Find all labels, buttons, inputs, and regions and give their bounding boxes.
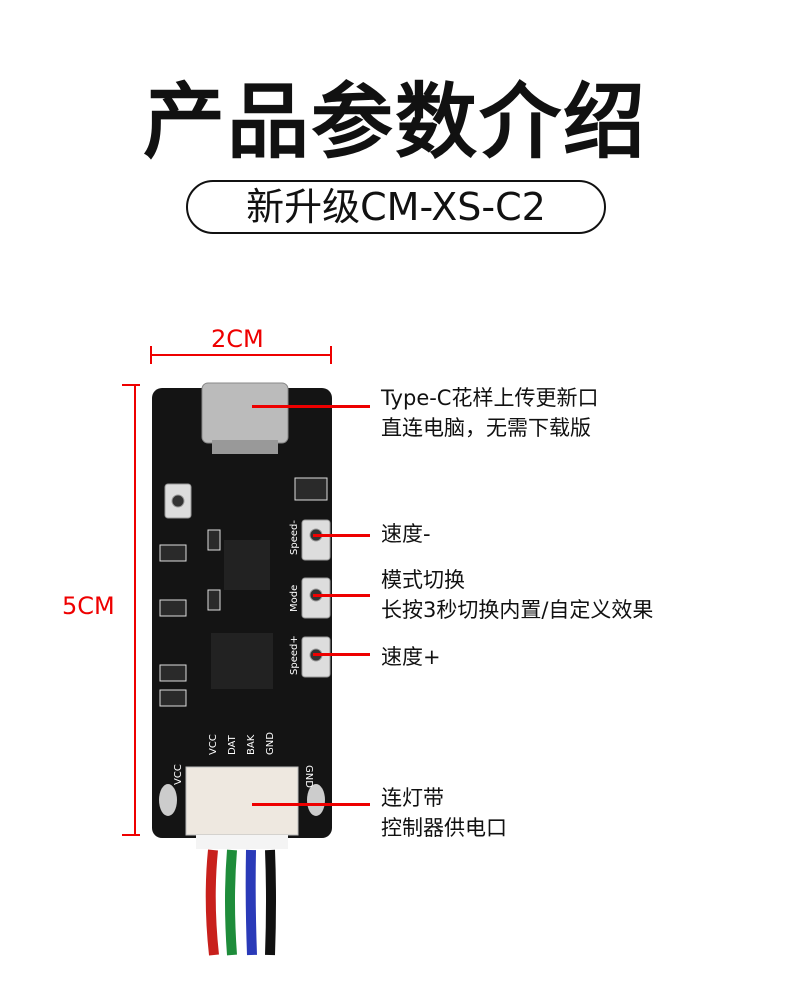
callout-mode: 模式切换 长按3秒切换内置/自定义效果 (381, 565, 653, 625)
label-vcc-side: VCC (173, 764, 184, 785)
callout-line-speed-plus (313, 653, 370, 656)
label-speed-plus: Speed+ (289, 635, 300, 675)
mount-hole-left (159, 784, 177, 816)
callout-mode-line2: 长按3秒切换内置/自定义效果 (381, 598, 654, 622)
callout-connector-line2: 控制器供电口 (381, 816, 507, 840)
callout-line-speed-minus (313, 534, 370, 537)
mount-hole-right (307, 784, 325, 816)
label-gnd-side: GND (303, 765, 314, 788)
height-tick-top (122, 384, 140, 386)
label-vcc: VCC (208, 734, 219, 755)
callout-speed-plus: 速度+ (381, 645, 441, 669)
ic-chip-1 (224, 540, 270, 590)
width-tick-right (330, 346, 332, 364)
label-speed-minus: Speed- (289, 520, 300, 555)
label-dat: DAT (227, 734, 238, 755)
wires (205, 849, 276, 956)
height-dimension-line (134, 384, 136, 836)
callout-connector-line1: 连灯带 (381, 786, 444, 810)
width-label: 2CM (211, 325, 264, 353)
label-bak: BAK (246, 734, 257, 755)
usb-c-port (201, 382, 289, 444)
height-label: 5CM (62, 592, 115, 620)
callout-line-usb (252, 405, 370, 408)
jst-connector (185, 766, 299, 836)
callout-speed-minus: 速度- (381, 522, 431, 546)
callout-usb-line2: 直连电脑，无需下载版 (381, 416, 591, 440)
height-tick-bottom (122, 834, 140, 836)
label-gnd: GND (265, 732, 276, 755)
callout-line-mode (313, 594, 370, 597)
callout-usb: Type-C花样上传更新口 直连电脑，无需下载版 (381, 383, 598, 443)
width-dimension-line (150, 354, 332, 356)
pcb (152, 388, 332, 838)
page-title: 产品参数介绍 (142, 75, 647, 170)
ic-chip-2 (211, 633, 273, 689)
label-mode: Mode (289, 585, 300, 612)
callout-mode-line1: 模式切换 (381, 568, 465, 592)
width-tick-left (150, 346, 152, 364)
callout-connector: 连灯带 控制器供电口 (381, 783, 507, 843)
callout-usb-line1: Type-C花样上传更新口 (381, 386, 599, 410)
callout-line-connector (252, 803, 370, 806)
model-badge: 新升级CM-XS-C2 (186, 180, 606, 234)
